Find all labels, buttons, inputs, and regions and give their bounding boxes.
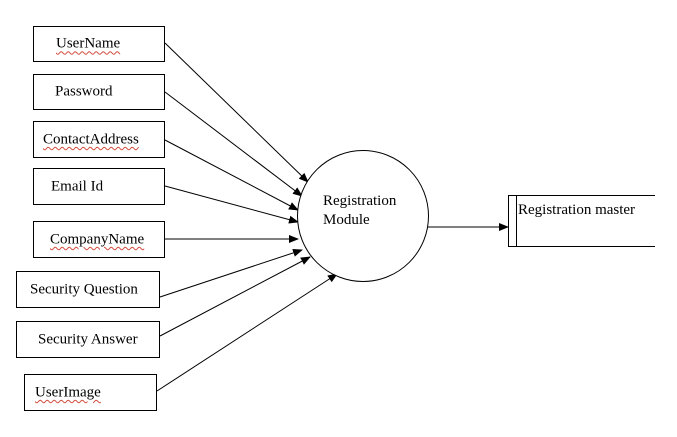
input-box-securityanswer: Security Answer: [16, 321, 160, 358]
input-label-companyname: CompanyName: [50, 231, 145, 247]
arrow-securityanswer: [159, 256, 311, 337]
input-box-contactaddress: ContactAddress: [33, 121, 165, 158]
process-label-line1: Registration: [323, 193, 397, 209]
process-label: Registration Module: [323, 192, 396, 230]
input-box-username: UserName: [33, 26, 165, 62]
registration-module-process: [297, 150, 429, 282]
input-box-securityquestion: Security Question: [16, 271, 160, 308]
input-label-securityquestion: Security Question: [30, 281, 138, 297]
input-label-username: UserName: [56, 35, 121, 52]
arrow-userimage: [156, 273, 338, 392]
input-label-password: Password: [55, 83, 113, 100]
arrow-password: [164, 91, 303, 197]
input-label-securityanswer: Security Answer: [38, 331, 138, 347]
input-label-userimage: UserImage: [35, 384, 101, 400]
arrow-contactaddress: [164, 139, 299, 211]
input-box-companyname: CompanyName: [33, 221, 165, 258]
arrow-emailid: [164, 185, 299, 224]
datastore-label: Registration master: [518, 202, 636, 218]
input-label-contactaddress: ContactAddress: [43, 131, 139, 147]
arrow-securityquestion: [159, 249, 303, 298]
input-box-emailid: Email Id: [33, 168, 165, 205]
process-label-line2: Module: [323, 212, 370, 228]
arrow-username: [164, 42, 309, 183]
input-box-password: Password: [33, 74, 165, 110]
registration-master-datastore: [508, 195, 655, 247]
input-label-emailid: Email Id: [51, 178, 104, 194]
input-box-userimage: UserImage: [24, 374, 157, 411]
